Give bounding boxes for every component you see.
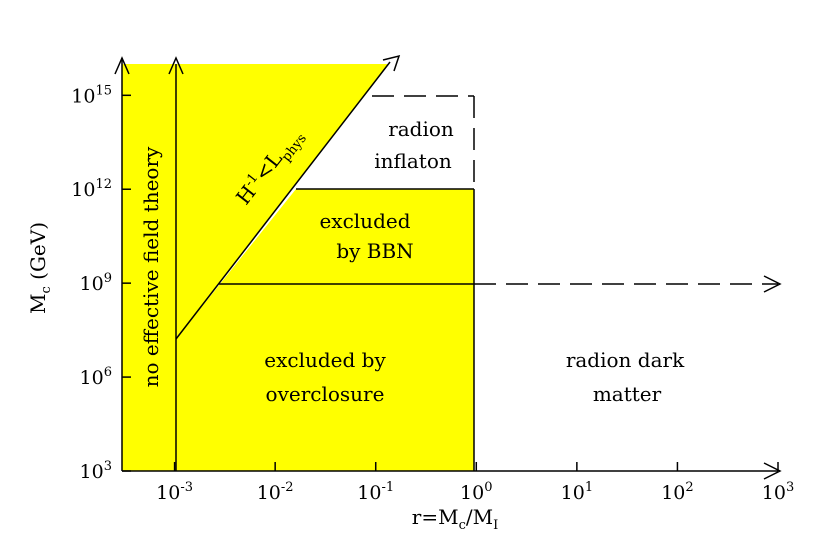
region-inflaton-label-2: inflaton [374,149,452,173]
dm-arrowhead [763,275,782,293]
region-inflaton-label: radion [388,117,454,141]
x-tick-label: 100 [460,480,492,504]
x-tick-label: 10-2 [257,480,294,504]
y-axis-label: Mc (GeV) [26,222,54,314]
region-no-eft-label: no effective field theory [139,146,163,387]
h-constraint-arrowhead [382,54,401,72]
x-tick-label: 102 [661,480,693,504]
region-dark-matter-label-2: matter [593,382,662,406]
region-overclosure-label-2: overclosure [266,382,385,406]
y-tick-label: 1015 [71,83,112,107]
eft-arrowhead [168,56,184,75]
region-dark-matter-label: radion dark [566,348,685,372]
region-bbn-label: excluded [319,209,410,233]
y-tick-label: 1012 [71,177,112,201]
region-bbn-label-2: by BBN [336,239,413,263]
y-tick-label: 109 [80,271,112,295]
y-axis-arrowhead [114,56,130,75]
region-excluded-fill [176,189,474,471]
x-tick-label: 10-1 [357,480,394,504]
x-axis-label: r=Mc/MI [412,505,498,533]
y-tick-label: 106 [80,365,112,389]
y-ticks: 103 106 109 1012 1015 [71,83,131,483]
x-tick-label: 10-3 [156,480,193,504]
y-tick-label: 103 [80,459,112,483]
x-axis-arrowhead [763,462,782,480]
x-tick-label: 101 [561,480,593,504]
region-no-eft-fill [122,64,176,471]
region-overclosure-label: excluded by [264,348,386,372]
h-constraint-line [175,61,391,340]
x-ticks: 10-3 10-2 10-1 100 101 102 103 [156,462,794,504]
x-tick-label: 103 [762,480,794,504]
